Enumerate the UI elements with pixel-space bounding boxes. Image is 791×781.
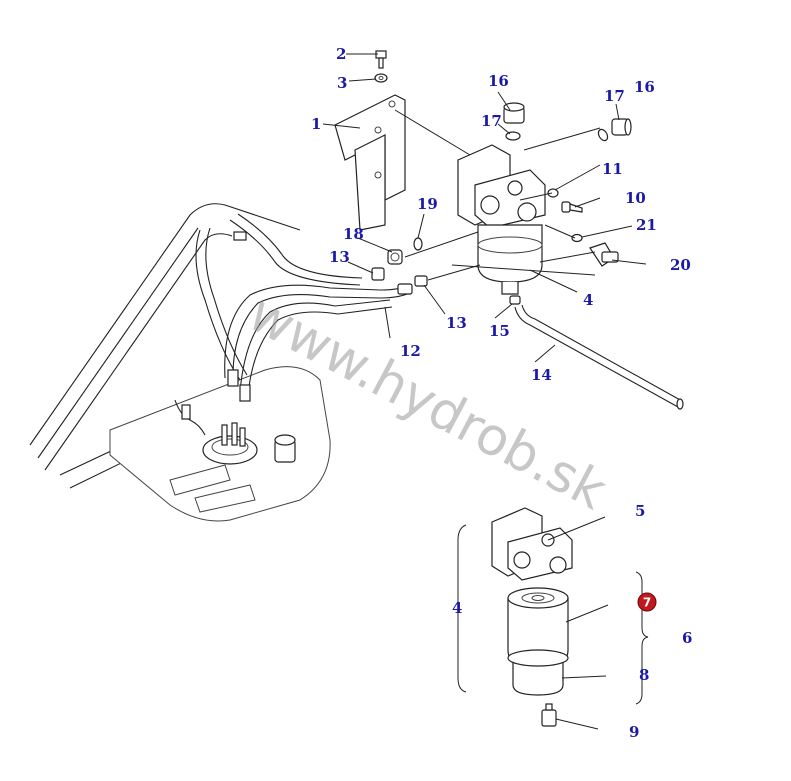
water-separator-bowl-8	[507, 649, 569, 696]
callout-1: 1	[311, 115, 321, 133]
washer-11	[547, 188, 559, 198]
o-ring-17-right	[597, 128, 609, 142]
plug-16-right	[611, 118, 632, 136]
filter-assembly-top	[457, 144, 546, 295]
callout-12: 12	[400, 342, 421, 360]
assembly-lines	[394, 109, 601, 281]
detail-brace-6	[635, 571, 649, 705]
callout-11: 11	[602, 160, 623, 178]
callout-17-right: 17	[604, 87, 625, 105]
callout-6: 6	[682, 629, 692, 647]
o-ring-21	[571, 233, 583, 243]
callout-13-left: 13	[329, 248, 350, 266]
callout-5: 5	[635, 502, 645, 520]
callout-4-detail: 4	[452, 599, 462, 617]
callout-8: 8	[639, 666, 649, 684]
connector-18	[387, 249, 403, 265]
mounting-bracket	[334, 94, 406, 231]
washer-3	[374, 73, 388, 83]
drain-plug-15	[509, 295, 521, 305]
callout-7: 7	[643, 596, 651, 610]
callout-18: 18	[343, 225, 364, 243]
callout-21: 21	[636, 216, 657, 234]
callout-4-top: 4	[583, 291, 593, 309]
drain-tube-14	[514, 304, 684, 410]
callout-9: 9	[629, 723, 639, 741]
callout-20: 20	[670, 256, 691, 274]
fuel-tank	[109, 366, 331, 522]
callout-13-right: 13	[446, 314, 467, 332]
hose-end-12	[397, 283, 413, 295]
drain-valve-9	[541, 703, 557, 727]
o-ring-19	[413, 237, 423, 251]
callout-14: 14	[531, 366, 552, 384]
callout-16-center: 16	[488, 72, 509, 90]
filter-head-5	[491, 507, 573, 581]
callout-10: 10	[625, 189, 646, 207]
o-ring-17-center	[505, 131, 521, 141]
callout-17-center: 17	[481, 112, 502, 130]
elbow-fitting-20	[589, 242, 619, 267]
callout-2: 2	[336, 45, 346, 63]
callout-15: 15	[489, 322, 510, 340]
detail-bracket-4	[457, 524, 467, 693]
clamp-13-right	[414, 275, 428, 287]
callout-19: 19	[417, 195, 438, 213]
clamp-13-left	[371, 267, 385, 281]
callout-16-right: 16	[634, 78, 655, 96]
callout-3: 3	[337, 74, 347, 92]
bolt-10	[561, 201, 583, 213]
leader-lines	[322, 53, 647, 730]
hose-assembly	[195, 213, 413, 402]
callout-labels: 2 3 1 16 17 17 16 11 10 21 20 19 18 13 1…	[311, 45, 692, 741]
callout-7-badge: 7	[637, 592, 657, 612]
